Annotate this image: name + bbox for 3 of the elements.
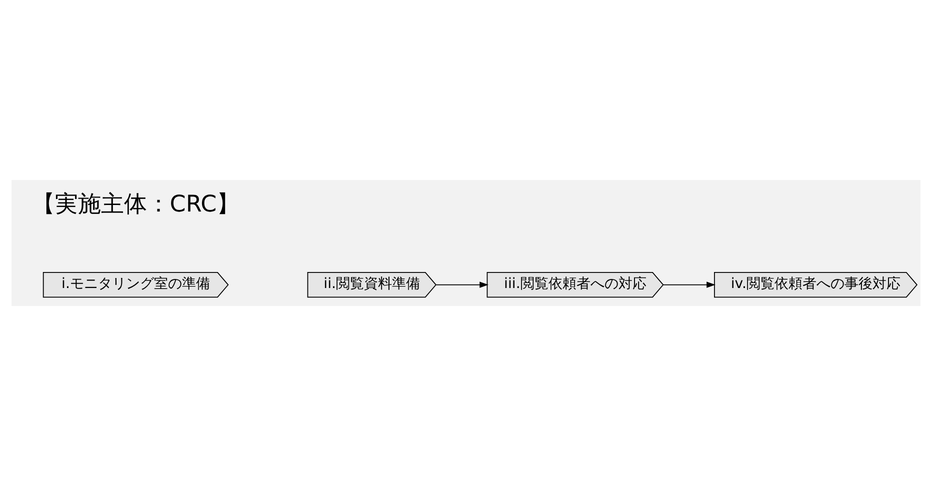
label: 【実施主体：CRC】 (32, 191, 240, 218)
arrow (662, 281, 716, 288)
arrow (436, 281, 488, 288)
